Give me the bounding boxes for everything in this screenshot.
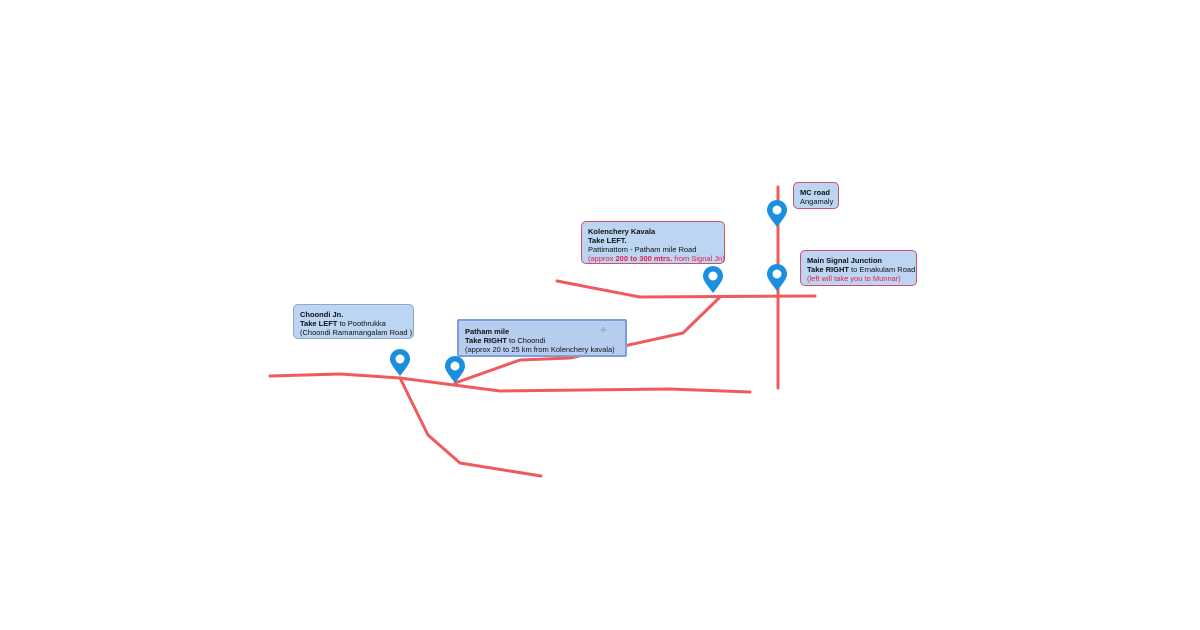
location-pin-icon[interactable] [444,356,466,384]
label-kolenchery-kavala[interactable]: Kolenchery Kavala Take LEFT. Pattimattom… [581,221,725,264]
label-distance: 200 to 300 mtrs. [615,254,673,263]
label-title: Main Signal Junction [807,256,883,265]
label-choondi-junction[interactable]: Choondi Jn. Take LEFT to Poothrukka (Cho… [293,304,414,339]
location-pin-icon[interactable] [389,349,411,377]
label-main-signal-junction[interactable]: Main Signal Junction Take RIGHT to Ernak… [800,250,917,286]
label-note-prefix: (approx [588,254,616,263]
label-direction: Take LEFT [300,319,338,328]
label-title: Kolenchery Kavala [588,227,656,236]
label-destination: to Ernakulam Road [848,265,916,274]
road-main-west [268,372,752,394]
label-road: Pattimattom - Patham mile Road [588,245,697,254]
label-title: Choondi Jn. [300,310,344,319]
location-pin-icon[interactable] [766,200,788,228]
label-destination: to Choondi [506,336,546,345]
move-cursor-icon: + [599,322,607,337]
label-patham-mile[interactable]: + Patham mile Take RIGHT to Choondi (app… [457,319,627,357]
label-note: (approx 20 to 25 km from Kolenchery kava… [465,345,615,354]
label-direction: Take LEFT. [588,236,627,245]
label-title: Patham mile [465,327,510,336]
label-note: (left will take you to Munnar) [807,274,901,283]
location-pin-icon[interactable] [702,266,724,294]
road-top-horizontal [555,279,817,299]
label-direction: Take RIGHT [807,265,849,274]
label-mc-road[interactable]: MC road Angamaly [793,182,839,209]
location-pin-icon[interactable] [766,264,788,292]
label-title: MC road [800,188,830,197]
label-note-suffix: from Signal Jn) [672,254,725,263]
label-note: (Choondi Ramamangalam Road ) [300,328,413,337]
label-destination: to Poothrukka [337,319,386,328]
label-direction: Take RIGHT [465,336,507,345]
label-destination: Angamaly [800,197,834,206]
road-patham-to-kolenchery [453,295,722,385]
road-choondi-south [398,376,543,478]
